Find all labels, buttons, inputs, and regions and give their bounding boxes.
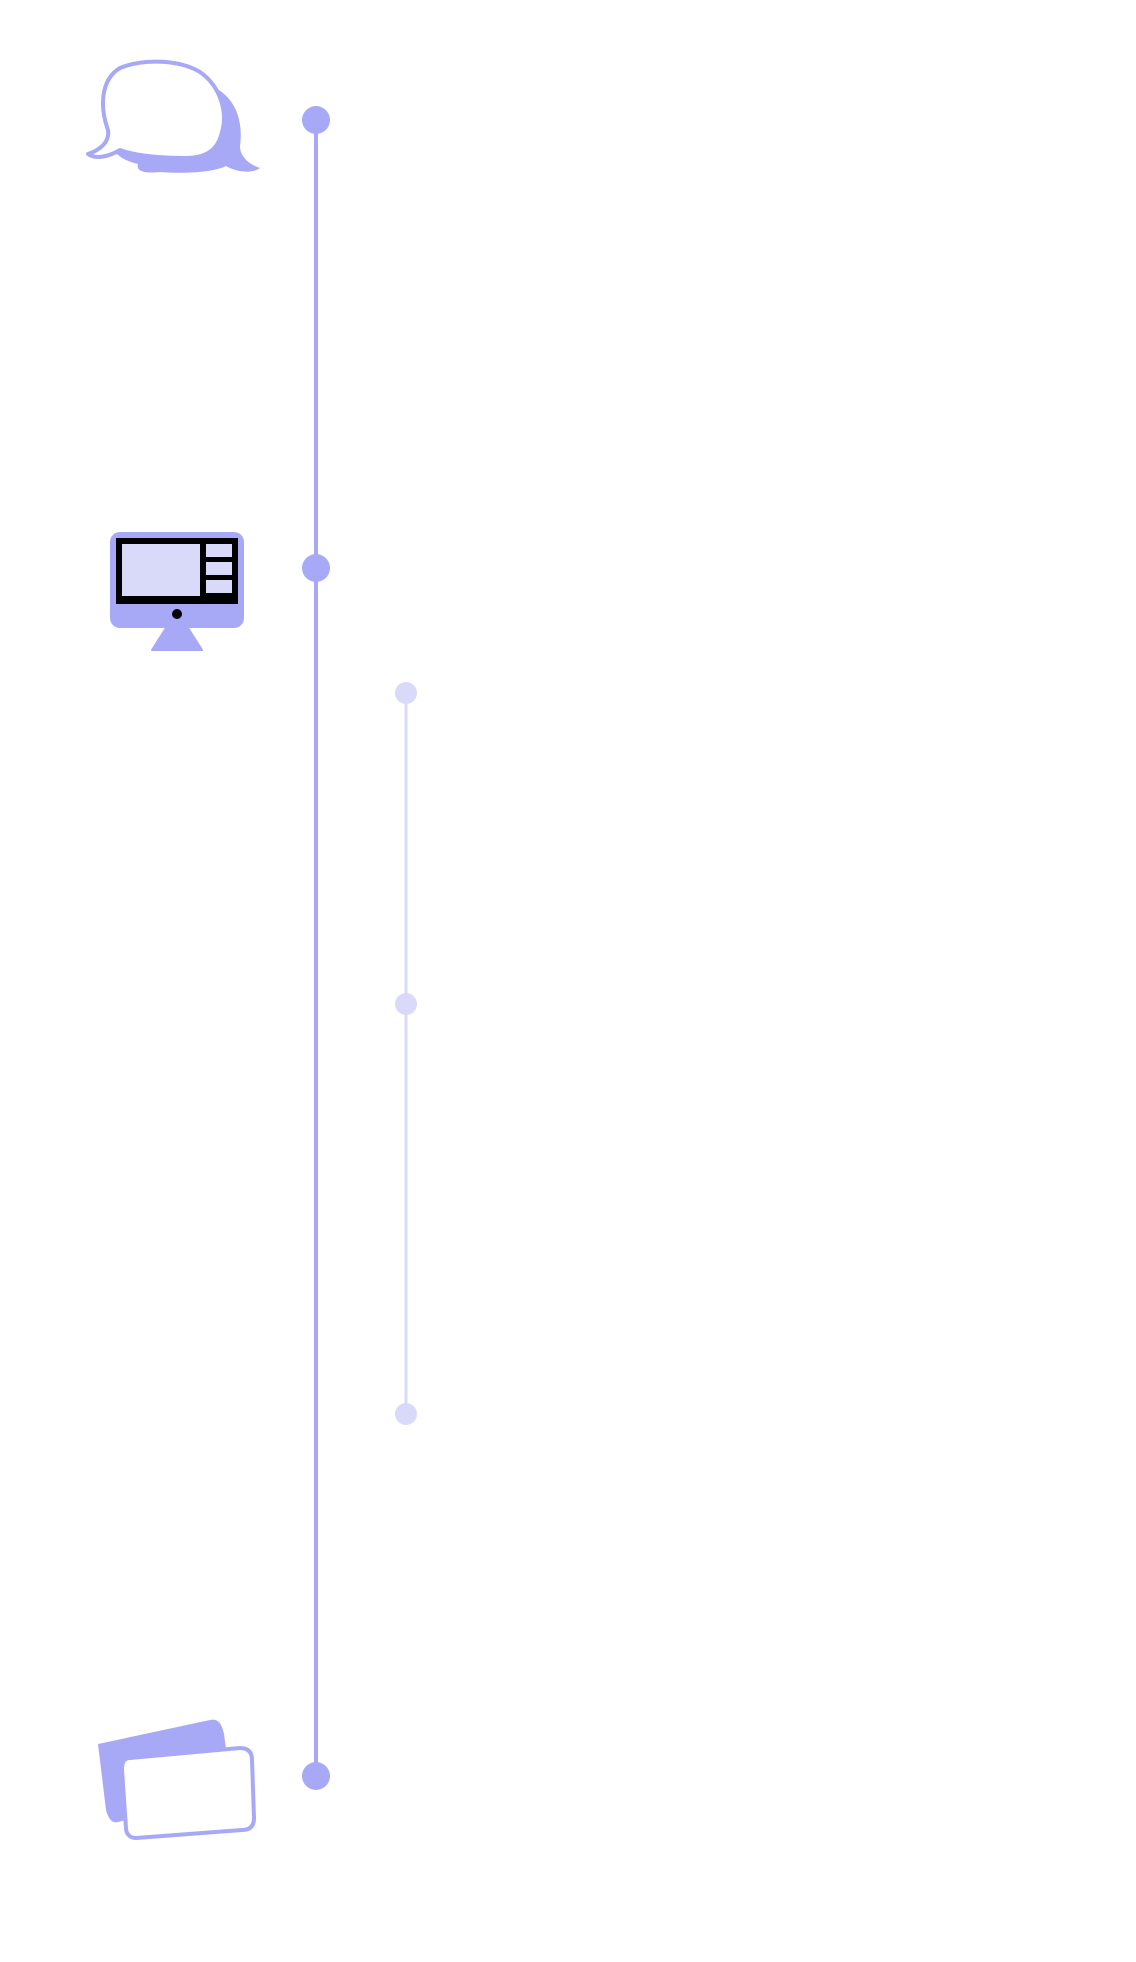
main-node-3 xyxy=(302,1762,330,1790)
monitor-icon xyxy=(110,532,244,651)
cards-icon xyxy=(98,1719,256,1840)
sub-node-1 xyxy=(395,682,417,704)
main-node-2 xyxy=(302,554,330,582)
sub-node-2 xyxy=(395,993,417,1015)
speech-bubbles-icon xyxy=(86,59,260,173)
sub-node-3 xyxy=(395,1403,417,1425)
main-node-1 xyxy=(302,106,330,134)
